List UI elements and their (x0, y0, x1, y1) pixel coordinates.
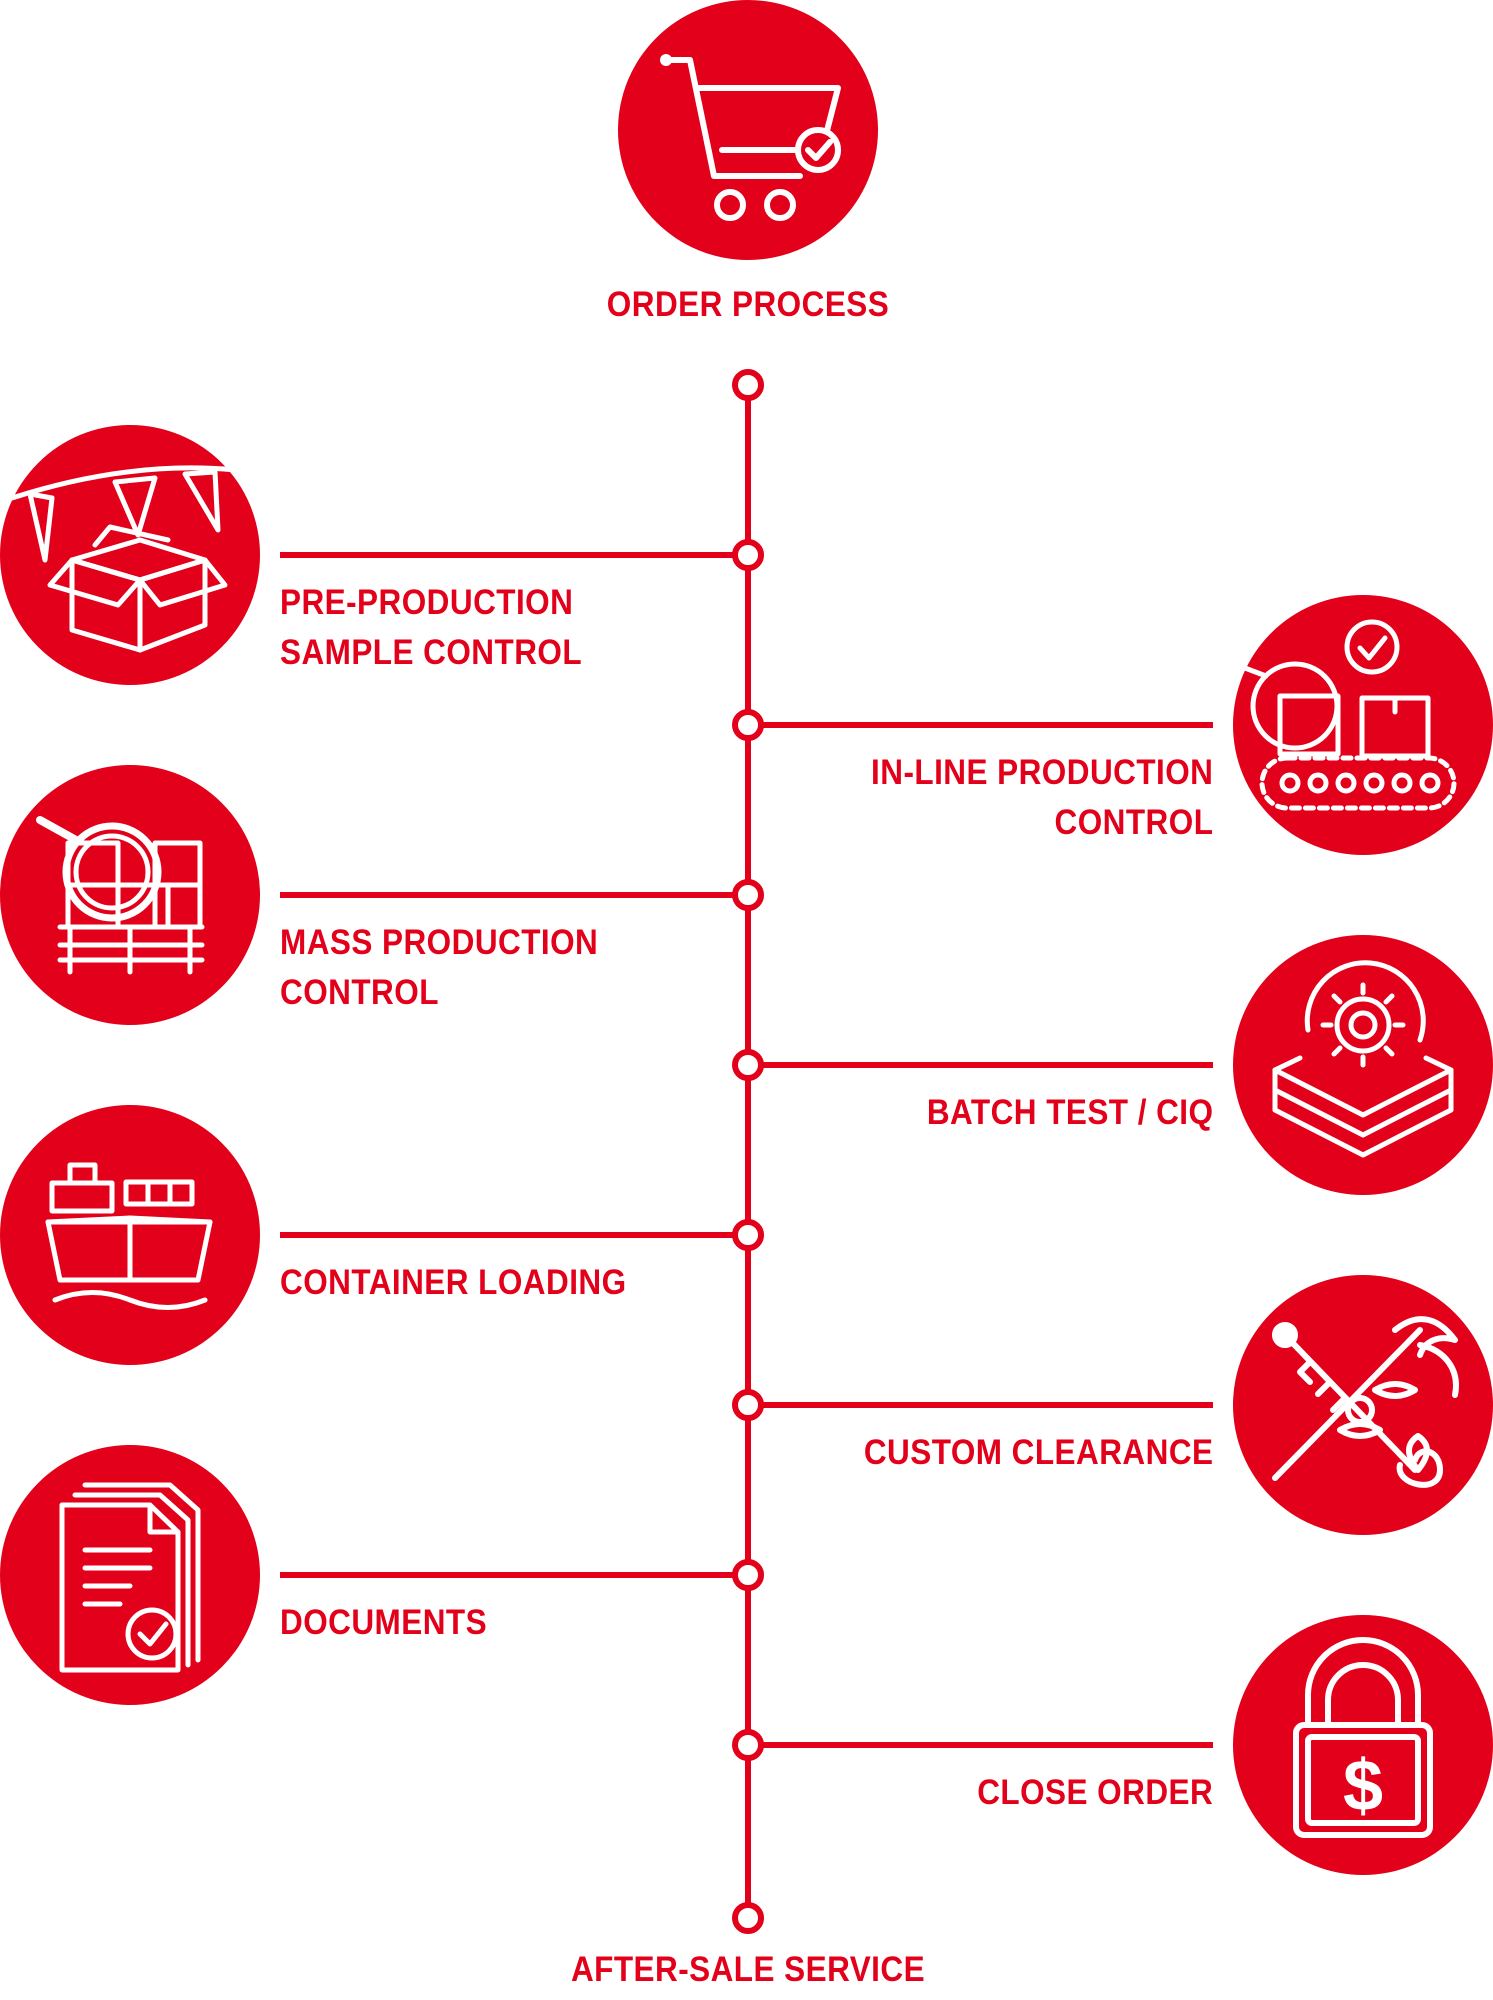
step-label-custom-clearance: CUSTOM CLEARANCE (863, 1433, 1213, 1472)
step-connectors (280, 552, 1213, 1748)
pallet-magnifier-icon (0, 765, 260, 1025)
svg-text:$: $ (1343, 1746, 1383, 1826)
start-label: ORDER PROCESS (606, 285, 890, 324)
conveyor-inspection-icon (1233, 595, 1493, 855)
cargo-ship-icon (0, 1105, 260, 1365)
node-step-3 (732, 879, 764, 911)
node-step-2 (732, 709, 764, 741)
node-step-1 (732, 539, 764, 571)
gear-layers-icon (1233, 935, 1493, 1195)
node-step-5 (732, 1219, 764, 1251)
step-label-close-order: CLOSE ORDER (977, 1773, 1213, 1812)
key-caduceus-icon (1233, 1275, 1493, 1535)
end-label: AFTER-SALE SERVICE (570, 1950, 926, 1989)
step-label-container-loading: CONTAINER LOADING (280, 1263, 627, 1302)
open-box-bunting-icon (0, 425, 260, 685)
dollar-padlock-icon: $ (1233, 1615, 1493, 1875)
step-label-batch-test: BATCH TEST / CIQ (926, 1093, 1213, 1132)
step-label-documents: DOCUMENTS (280, 1603, 488, 1642)
document-check-icon (0, 1445, 260, 1705)
node-start (732, 369, 764, 401)
node-step-8 (732, 1729, 764, 1761)
node-end (732, 1902, 764, 1934)
node-step-6 (732, 1389, 764, 1421)
shopping-cart-check-icon (618, 0, 878, 260)
timeline-nodes (732, 369, 764, 1934)
node-step-7 (732, 1559, 764, 1591)
node-step-4 (732, 1049, 764, 1081)
